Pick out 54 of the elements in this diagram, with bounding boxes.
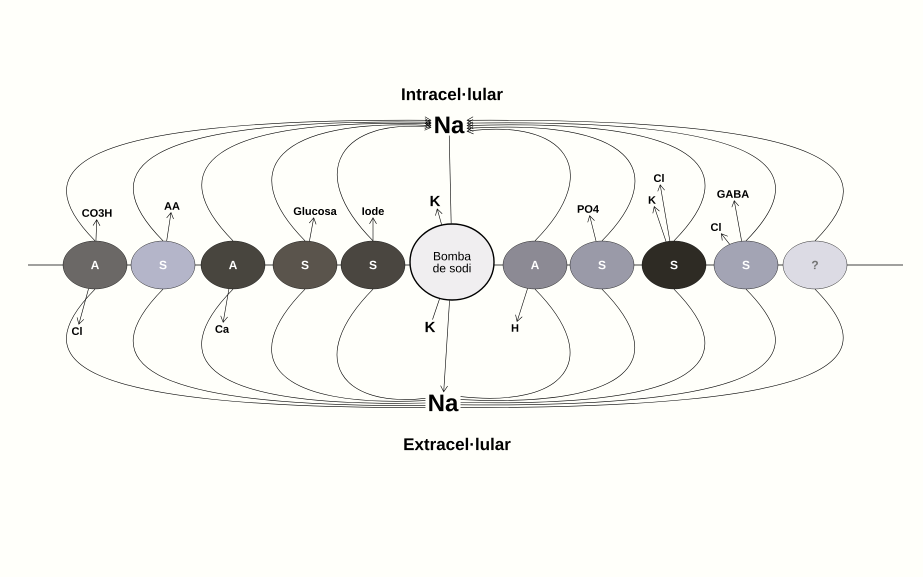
line	[460, 288, 635, 401]
line	[460, 288, 705, 403]
arrow	[435, 208, 442, 225]
arrow	[466, 124, 636, 242]
ion-label: PO4	[578, 205, 599, 213]
ion-label: K	[426, 322, 436, 332]
line	[448, 135, 452, 224]
arrow	[652, 206, 666, 242]
ion-label: AA	[164, 202, 180, 210]
arrow	[337, 122, 432, 242]
ion-label: Ca	[215, 325, 230, 333]
arrow	[515, 288, 528, 322]
arrow	[92, 219, 100, 242]
arrow	[272, 122, 432, 242]
line	[133, 288, 426, 406]
region-label: Intracel·lular	[402, 88, 503, 100]
line	[271, 288, 426, 402]
line	[460, 288, 844, 408]
arrow	[220, 288, 230, 323]
region-label: Extracel·lular	[404, 438, 511, 450]
ion-label: Cl	[72, 326, 82, 336]
ion-label: CO3H	[82, 209, 112, 217]
line	[460, 288, 570, 399]
arrow	[133, 118, 432, 242]
arrow	[466, 122, 705, 242]
ion-label: GABA	[717, 190, 749, 198]
line	[460, 288, 776, 406]
arrow	[166, 212, 174, 242]
arrow	[587, 215, 596, 242]
ion-label: H	[512, 324, 518, 332]
arrow	[466, 126, 571, 242]
arrow	[202, 120, 432, 242]
ion-label: K	[430, 196, 440, 206]
arrow	[466, 116, 844, 242]
line	[336, 288, 426, 400]
arrow	[440, 300, 450, 392]
arrow	[308, 217, 316, 242]
arrow	[66, 116, 432, 242]
arrow	[720, 233, 730, 244]
ion-label: Cl	[710, 222, 721, 232]
ion-label: K	[648, 196, 656, 204]
arrow	[369, 217, 377, 242]
arrow	[466, 119, 776, 242]
arrow	[732, 200, 742, 242]
line	[432, 298, 440, 320]
ion-label: Cl	[654, 174, 664, 182]
arrow	[657, 184, 670, 242]
ion-label: Glucosa	[294, 206, 337, 216]
line	[202, 288, 426, 404]
line	[66, 288, 426, 408]
ion-label: Iode	[362, 206, 384, 216]
ion-label: Na	[435, 116, 464, 134]
ion-label: Na	[429, 394, 458, 412]
arrow	[76, 288, 89, 325]
